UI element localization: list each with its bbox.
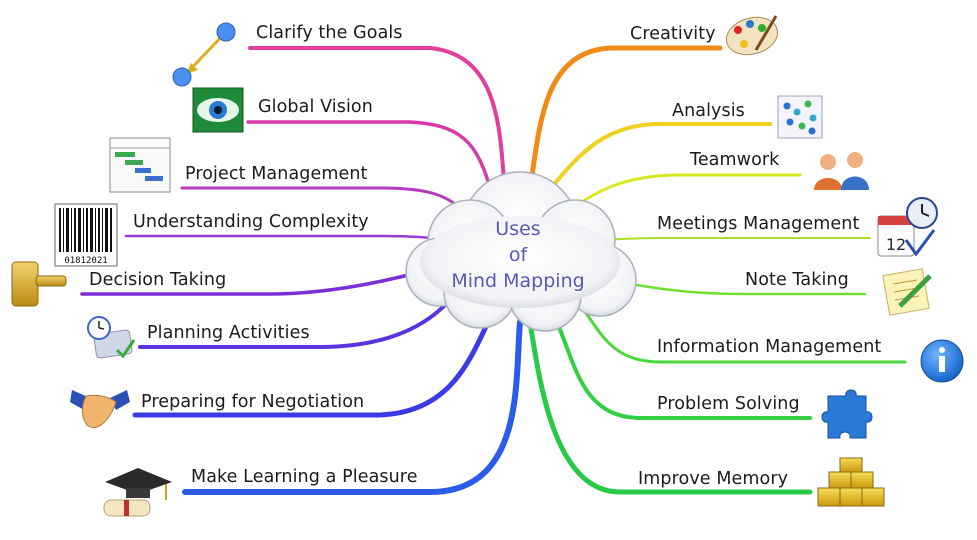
barcode-icon: 01812021 xyxy=(54,203,118,267)
label-note-taking: Note Taking xyxy=(745,270,849,290)
branch-problem-solving xyxy=(553,316,812,420)
label-meetings-management: Meetings Management xyxy=(657,214,860,234)
branch-creativity xyxy=(527,45,723,193)
label-make-learning-a-pleasure: Make Learning a Pleasure xyxy=(191,467,418,487)
gold-blocks-icon xyxy=(817,457,885,507)
scatter-plot-icon xyxy=(777,95,823,139)
calendar-clock-icon: 12 xyxy=(877,197,938,257)
label-information-management: Information Management xyxy=(657,337,882,357)
central-topic: Uses of Mind Mapping xyxy=(438,216,598,294)
central-topic-line-2: of xyxy=(508,244,528,266)
branch-meetings-management xyxy=(599,237,871,241)
branch-clarify-the-goals xyxy=(248,46,507,197)
branch-analysis xyxy=(543,122,772,197)
label-preparing-for-negotiation: Preparing for Negotiation xyxy=(141,392,365,412)
label-global-vision: Global Vision xyxy=(258,97,373,117)
graduation-cap-icon xyxy=(103,468,172,517)
barcode-digits: 01812021 xyxy=(64,256,107,266)
label-clarify-the-goals: Clarify the Goals xyxy=(256,23,403,43)
people-icon xyxy=(814,152,869,190)
label-decision-taking: Decision Taking xyxy=(89,270,227,290)
label-creativity: Creativity xyxy=(630,24,716,44)
note-pencil-icon xyxy=(882,268,932,316)
label-project-management: Project Management xyxy=(185,164,368,184)
info-icon xyxy=(920,339,964,383)
puzzle-icon xyxy=(821,389,873,439)
label-analysis: Analysis xyxy=(672,101,745,121)
handshake-icon xyxy=(70,390,130,428)
gantt-chart-icon xyxy=(109,137,171,193)
central-topic-line-3: Mind Mapping xyxy=(451,270,585,292)
branch-preparing-for-negotiation xyxy=(132,315,493,418)
eye-icon xyxy=(192,87,244,133)
branch-improve-memory xyxy=(527,319,813,495)
branch-information-management xyxy=(578,303,907,364)
goal-arrow-icon xyxy=(172,22,236,87)
branch-teamwork xyxy=(568,173,802,212)
palette-icon xyxy=(725,15,779,56)
label-teamwork: Teamwork xyxy=(690,150,780,170)
gavel-icon xyxy=(11,261,67,307)
calendar-day: 12 xyxy=(886,235,906,254)
branch-understanding-complexity xyxy=(124,234,447,242)
branch-make-learning-a-pleasure xyxy=(182,319,523,495)
label-planning-activities: Planning Activities xyxy=(147,323,310,343)
central-cloud xyxy=(405,171,637,332)
schedule-icon xyxy=(87,316,136,359)
label-problem-solving: Problem Solving xyxy=(657,394,800,414)
label-improve-memory: Improve Memory xyxy=(638,469,789,489)
central-topic-line-1: Uses xyxy=(495,218,541,240)
branch-planning-activities xyxy=(138,303,447,349)
label-understanding-complexity: Understanding Complexity xyxy=(133,212,369,232)
